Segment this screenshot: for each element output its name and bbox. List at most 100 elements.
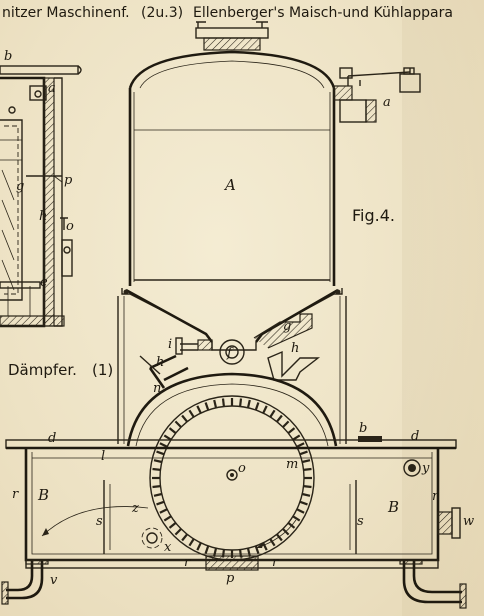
label-r-bottom1: r (184, 555, 191, 570)
gear-tooth (153, 459, 163, 464)
outlet-pipe-v (1, 559, 49, 605)
gear-tooth (213, 547, 218, 557)
gear-tooth (152, 467, 161, 471)
gear-tooth (269, 538, 276, 547)
gear-tooth (239, 398, 243, 407)
label-i: i (168, 337, 172, 352)
tank-B (5, 436, 457, 571)
gear-tooth (196, 542, 202, 551)
label-l: l (101, 449, 105, 464)
gear-tooth (174, 528, 182, 536)
gear-tooth (152, 485, 161, 489)
gear-tooth (276, 533, 283, 542)
gear-tooth (296, 508, 305, 514)
label-g-left: g (16, 179, 24, 194)
gear-tooth (287, 427, 296, 434)
label-a-top: a (383, 95, 391, 110)
label-z: z (131, 501, 139, 516)
label-h-hopper: h (291, 341, 299, 356)
gear-tooth (174, 420, 182, 428)
label-o-left: o (66, 219, 74, 234)
gear-tooth (213, 399, 218, 409)
gear-tooth (181, 414, 188, 423)
gear-tooth (168, 522, 177, 529)
cooling-drum (126, 372, 338, 561)
gear-tooth (156, 450, 165, 456)
label-r-left: r (12, 487, 19, 502)
valve-x-icon (141, 527, 163, 549)
gear-tooth (196, 405, 202, 414)
label-g-hopper: g (283, 319, 291, 334)
rotation-arrow-icon (256, 542, 264, 548)
gear-tooth (159, 508, 168, 514)
label-y: y (421, 461, 430, 476)
gear-tooth (301, 492, 311, 497)
counterweight-icon (399, 73, 421, 93)
gear-tooth (292, 515, 301, 522)
gear-tooth (299, 450, 308, 456)
gear-tooth (246, 547, 251, 557)
manhole-cover (195, 27, 269, 39)
tank-walls (24, 448, 440, 562)
manhole-neck (203, 37, 261, 51)
drum-gear-teeth (152, 398, 312, 558)
gear-tooth (299, 500, 308, 506)
gear-tooth (188, 538, 195, 547)
label-B-right: B (387, 498, 399, 516)
gear-tooth (159, 442, 168, 448)
label-m: m (286, 457, 298, 472)
inlet-hoppers (139, 313, 321, 389)
label-p-left: p (64, 173, 73, 188)
outlet-pipe-w (399, 507, 467, 609)
drum-inner-circle (159, 405, 305, 551)
label-a-left: a (48, 81, 56, 96)
label-h-left: h (39, 209, 47, 224)
header-right-title: Ellenberger's Maisch-und Kühlappara (193, 5, 453, 21)
gear-tooth (188, 409, 195, 418)
gear-tooth (303, 485, 312, 489)
gear-tooth (301, 459, 311, 464)
gear-tooth (168, 427, 177, 434)
steamer-caption-ref: (1) (92, 361, 113, 379)
label-s-left: s (96, 514, 103, 529)
gear-tooth (269, 409, 276, 418)
label-d-left: d (48, 431, 56, 446)
steamer-top-pipe (0, 65, 79, 75)
gear-tooth (282, 420, 290, 428)
drum-axle-icon (226, 469, 238, 481)
steamer-gauge-icon (8, 106, 16, 114)
figure-label: Fig.4. (352, 206, 395, 225)
label-A: A (223, 176, 236, 194)
drain-flange-p (205, 555, 259, 571)
gear-tooth (153, 492, 163, 497)
drum-housing (126, 372, 338, 447)
label-p-bottom: p (226, 571, 235, 586)
gear-tooth (254, 402, 260, 411)
label-x: x (164, 540, 172, 555)
flow-arrow-icon (42, 528, 49, 536)
gear-tooth (163, 515, 172, 522)
top-right-valve-fitting (333, 67, 421, 123)
gear-tooth (204, 545, 210, 554)
label-s-right: s (357, 514, 364, 529)
label-v: v (50, 573, 58, 588)
label-b-right: b (359, 421, 367, 436)
label-w: w (463, 514, 474, 529)
gear-tooth (303, 467, 312, 471)
gear-tooth (221, 398, 225, 407)
gear-tooth (163, 434, 172, 441)
gauge-y-icon (403, 459, 421, 477)
label-h-pipe: h (156, 355, 164, 370)
gear-tooth (181, 533, 188, 542)
gear-tooth (204, 402, 210, 411)
label-o-center: o (238, 461, 246, 476)
gear-tooth (262, 405, 268, 414)
steamer-partial-figure (0, 65, 82, 328)
label-b-top: b (4, 49, 12, 64)
label-n: n (153, 381, 161, 396)
gear-tooth (296, 442, 305, 448)
drum-outer-circle (149, 395, 315, 561)
gear-tooth (246, 399, 251, 409)
